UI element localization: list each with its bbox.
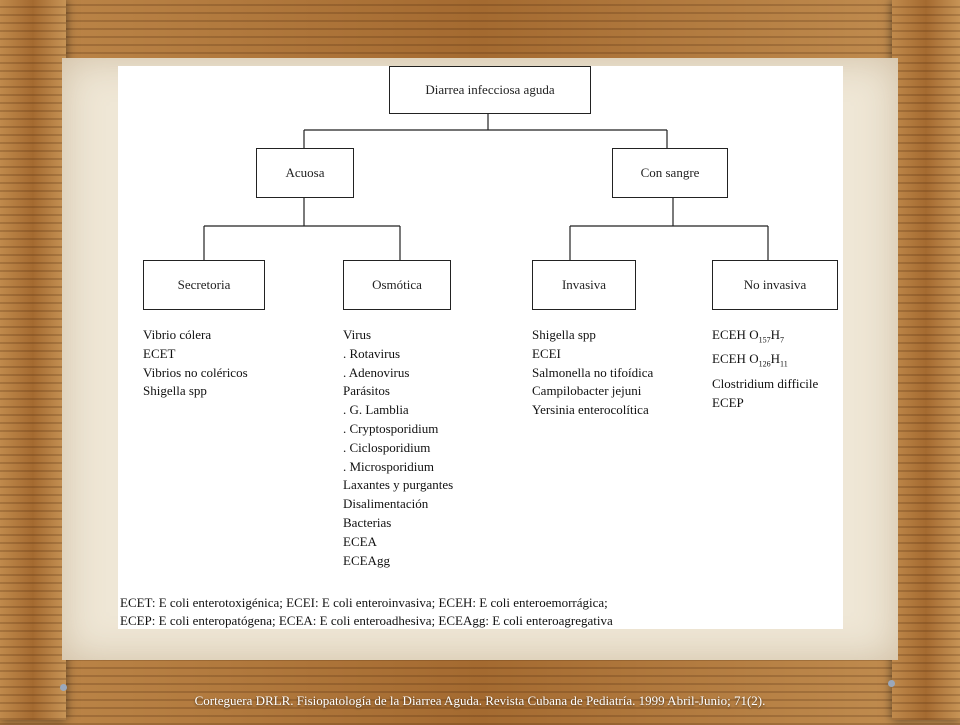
- list-item: Virus: [343, 327, 372, 342]
- list-item: Shigella spp: [143, 383, 207, 399]
- abbreviation-notes: ECET: E coli enterotoxigénica; ECEI: E c…: [120, 594, 613, 630]
- item-mid: H: [770, 351, 780, 367]
- item-prefix: ECEH O: [712, 351, 759, 367]
- list-item: Disalimentación: [343, 496, 429, 512]
- citation-text: Corteguera DRLR. Fisiopatología de la Di…: [194, 693, 766, 708]
- wood-plank: [0, 655, 960, 725]
- list-item: Salmonella no tifoídica: [532, 364, 654, 380]
- list-item: . Microsporidium: [343, 458, 434, 474]
- connector-lines: [203, 114, 769, 260]
- node-acuosa: Acuosa: [256, 148, 354, 198]
- list-item: Yersinia enterocolítica: [532, 402, 649, 418]
- serotype-h: 7: [779, 335, 784, 345]
- node-secretoria: Secretoria: [143, 260, 265, 310]
- item-prefix: ECEH O: [712, 327, 759, 342]
- list-item: . Ciclosporidium: [343, 439, 431, 455]
- node-invasiva: Invasiva: [532, 260, 636, 310]
- bullet-dot: [60, 684, 67, 691]
- item-mid: H: [770, 327, 780, 342]
- list-no-invasiva: ECEH O157H7 ECEH O126H11 Clostridium dif…: [712, 326, 818, 412]
- diagram-figure: Diarrea infecciosa aguda Acuosa Con sang…: [118, 66, 843, 629]
- list-item: ECEI: [532, 345, 561, 361]
- list-item: Vibrio cólera: [143, 327, 212, 342]
- node-osmotica: Osmótica: [343, 260, 451, 310]
- list-item: Shigella spp: [532, 327, 596, 342]
- list-item: ECET: [143, 345, 176, 361]
- list-item: ECEP: [712, 394, 744, 410]
- list-secretoria: Vibrio cólera ECET Vibrios no coléricos …: [143, 326, 248, 401]
- list-item: ECEAgg: [343, 552, 390, 568]
- list-item: Bacterias: [343, 514, 392, 530]
- list-item: ECEH O126H11: [712, 350, 818, 374]
- node-con-sangre: Con sangre: [612, 148, 728, 198]
- serotype-o: 126: [758, 359, 771, 369]
- wood-plank: [892, 0, 960, 720]
- wood-plank: [0, 0, 66, 720]
- list-item: ECEA: [343, 533, 377, 549]
- node-no-invasiva: No invasiva: [712, 260, 838, 310]
- list-osmotica: Virus . Rotavirus . Adenovirus Parásitos…: [343, 326, 453, 570]
- list-item: Vibrios no coléricos: [143, 364, 248, 380]
- note-line: ECET: E coli enterotoxigénica; ECEI: E c…: [120, 595, 608, 610]
- list-invasiva: Shigella spp ECEI Salmonella no tifoídic…: [532, 326, 653, 420]
- list-item: Campilobacter jejuni: [532, 383, 642, 399]
- root-node: Diarrea infecciosa aguda: [389, 66, 591, 114]
- list-item: Parásitos: [343, 383, 390, 399]
- note-line: ECEP: E coli enteropatógena; ECEA: E col…: [120, 613, 613, 628]
- list-item: . Adenovirus: [343, 364, 410, 380]
- list-item: . Rotavirus: [343, 345, 401, 361]
- list-item: Laxantes y purgantes: [343, 477, 454, 493]
- wood-plank: [0, 0, 960, 62]
- serotype-o: 157: [758, 335, 771, 345]
- bullet-dot: [888, 680, 895, 687]
- list-item: . Cryptosporidium: [343, 420, 439, 436]
- list-item: Clostridium difficile: [712, 375, 819, 391]
- list-item: . G. Lamblia: [343, 402, 409, 418]
- serotype-h: 11: [779, 359, 788, 369]
- list-item: ECEH O157H7: [712, 326, 818, 350]
